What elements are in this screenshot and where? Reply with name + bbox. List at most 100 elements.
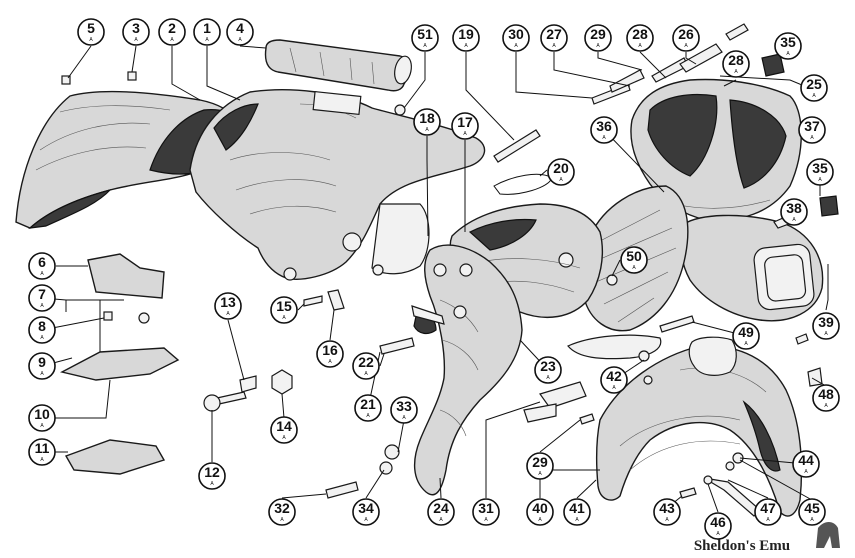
bolt-part	[61, 71, 137, 85]
front-mudguard-part	[595, 336, 803, 517]
callout-c47: 47A	[754, 498, 782, 526]
callout-circle	[732, 322, 760, 350]
callout-c1: 1A	[193, 18, 221, 46]
callout-number: 47	[760, 500, 776, 516]
callout-c16: 16A	[316, 340, 344, 368]
callout-circle	[268, 498, 296, 526]
callout-number: 11	[35, 440, 50, 456]
callout-circle	[214, 292, 242, 320]
callout-number: 28	[728, 52, 744, 68]
callout-c51: 51A	[411, 24, 439, 52]
callout-circle	[390, 396, 418, 424]
callout-circle	[563, 498, 591, 526]
callout-circle	[28, 404, 56, 432]
callout-sublabel: A	[484, 517, 488, 523]
callout-c8: 8A	[28, 316, 56, 344]
long-bolt-part	[493, 23, 749, 163]
callout-sublabel: A	[792, 217, 796, 223]
callout-circle	[526, 498, 554, 526]
callout-sublabel: A	[538, 471, 542, 477]
callout-circle	[672, 24, 700, 52]
callout-circle	[451, 112, 479, 140]
callout-number: 25	[806, 76, 822, 92]
callout-sublabel: A	[818, 177, 822, 183]
callout-circle	[472, 498, 500, 526]
callout-circle	[600, 366, 628, 394]
callout-number: 35	[780, 34, 796, 50]
callout-c36: 36A	[590, 116, 618, 144]
callout-c21: 21A	[354, 394, 382, 422]
callout-c31: 31A	[472, 498, 500, 526]
callout-sublabel: A	[638, 43, 642, 49]
credit-watermark: Sheldon's Emu	[694, 522, 840, 554]
callout-number: 19	[458, 26, 474, 42]
callout-sublabel: A	[602, 135, 606, 141]
credit-text: Sheldon's Emu	[694, 538, 790, 554]
callout-c28b: 28A	[722, 50, 750, 78]
callout-number: 8	[38, 318, 46, 334]
callout-circle	[798, 498, 826, 526]
callout-number: 4	[236, 20, 244, 36]
callout-circle	[526, 452, 554, 480]
callout-circle	[28, 316, 56, 344]
callout-sublabel: A	[280, 517, 284, 523]
callout-sublabel: A	[766, 517, 770, 523]
callout-number: 50	[626, 248, 642, 264]
callout-circle	[792, 450, 820, 478]
callout-sublabel: A	[559, 177, 563, 183]
callout-sublabel: A	[40, 335, 44, 341]
callout-circle	[28, 284, 56, 312]
callout-sublabel: A	[402, 415, 406, 421]
callout-sublabel: A	[632, 265, 636, 271]
callout-circle	[547, 158, 575, 186]
callout-circle	[427, 498, 455, 526]
callout-c37: 37A	[798, 116, 826, 144]
callout-circle	[198, 462, 226, 490]
callout-sublabel: A	[824, 403, 828, 409]
callout-number: 27	[546, 26, 562, 42]
headlamp-nacelle-part	[679, 214, 824, 322]
callout-c32: 32A	[268, 498, 296, 526]
callout-circle	[452, 24, 480, 52]
callout-number: 9	[38, 354, 46, 370]
callout-sublabel: A	[463, 131, 467, 137]
callout-sublabel: A	[423, 43, 427, 49]
callout-c48: 48A	[812, 384, 840, 412]
callout-number: 41	[569, 500, 585, 516]
callout-number: 40	[532, 500, 548, 516]
callout-number: 5	[87, 20, 95, 36]
callout-c4: 4A	[226, 18, 254, 46]
callout-c3: 3A	[122, 18, 150, 46]
front-cowl-part	[630, 78, 802, 221]
callout-sublabel: A	[596, 43, 600, 49]
callout-sublabel: A	[552, 43, 556, 49]
callout-circle	[653, 498, 681, 526]
callout-number: 51	[417, 26, 433, 42]
leader-lines	[41, 45, 829, 513]
callout-circle	[28, 252, 56, 280]
callout-sublabel: A	[538, 517, 542, 523]
callout-sublabel: A	[575, 517, 579, 523]
callout-number: 23	[540, 358, 556, 374]
callout-sublabel: A	[665, 517, 669, 523]
callout-circle	[352, 352, 380, 380]
callout-sublabel: A	[328, 359, 332, 365]
callout-number: 12	[204, 464, 220, 480]
callout-c6: 6A	[28, 252, 56, 280]
callout-c35a: 35A	[774, 32, 802, 60]
callout-number: 3	[132, 20, 140, 36]
callout-number: 36	[596, 118, 612, 134]
callout-circle	[800, 74, 828, 102]
callout-number: 13	[220, 294, 236, 310]
callout-circle	[354, 394, 382, 422]
callout-c9: 9A	[28, 352, 56, 380]
callout-sublabel: A	[40, 371, 44, 377]
callout-sublabel: A	[364, 371, 368, 377]
callout-circle	[590, 116, 618, 144]
callout-number: 31	[478, 500, 494, 516]
callout-number: 30	[508, 26, 524, 42]
callout-c35b: 35A	[806, 158, 834, 186]
callout-c40: 40A	[526, 498, 554, 526]
callout-c44: 44A	[792, 450, 820, 478]
